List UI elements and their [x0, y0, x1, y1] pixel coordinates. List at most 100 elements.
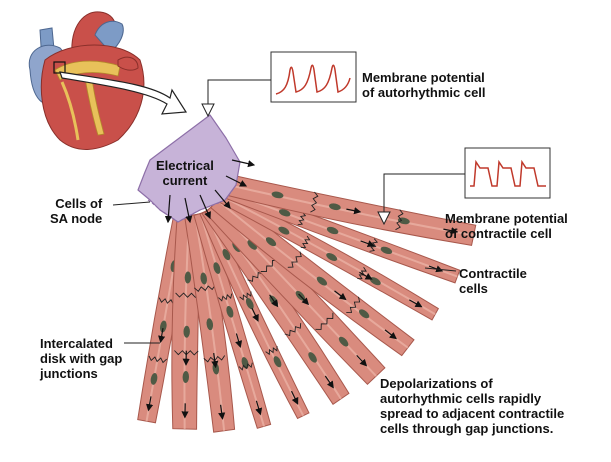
- leader-autorhythmic-head: [201, 103, 215, 118]
- heart-illustration: [28, 11, 145, 150]
- cell-nucleus: [222, 249, 231, 261]
- intercalated-disk: [238, 362, 253, 371]
- cell-nucleus: [159, 320, 167, 333]
- cell-nucleus: [265, 237, 277, 247]
- conduction-arrow: [218, 404, 226, 420]
- fiber-highlight: [216, 199, 409, 349]
- electrical-current-label: Electrical current: [156, 158, 214, 188]
- spread-arrow: [184, 197, 193, 224]
- cell-nucleus: [278, 209, 291, 217]
- intercalated-disk: [310, 191, 319, 213]
- intercalated-disk: [300, 235, 311, 248]
- current-spread-arrows: [164, 159, 256, 224]
- cell-nucleus: [271, 191, 284, 199]
- autorhythmic-trace-box: [270, 51, 357, 103]
- membrane-autorhythmic-label: Membrane potential of autorhythmic cell: [362, 70, 486, 100]
- cell-nucleus: [326, 252, 338, 262]
- leader-contractile-cells: [424, 267, 457, 272]
- intercalated-disk-label: Intercalated disk with gap junctions: [40, 336, 122, 381]
- membrane-autorhythmic-line-2: of autorhythmic cell: [362, 85, 486, 100]
- conduction-arrow: [290, 390, 299, 405]
- conduction-arrow: [158, 327, 166, 344]
- intercalated-disk: [395, 209, 404, 231]
- fiber-highlight: [199, 213, 265, 427]
- conduction-arrow: [255, 400, 263, 416]
- cell-nucleus: [247, 240, 257, 250]
- conduction-arrow: [384, 329, 397, 340]
- cell-nucleus: [226, 305, 234, 318]
- cell-nucleus: [326, 226, 339, 235]
- intercalated-disk: [239, 291, 252, 301]
- cell-nucleus: [245, 298, 254, 310]
- conduction-arrow: [298, 293, 310, 306]
- leader-sa-node: [112, 201, 151, 206]
- cell-nucleus: [150, 372, 158, 385]
- left-atrium-appendage: [117, 56, 139, 71]
- membrane-autorhythmic-line-1: Membrane potential: [362, 70, 485, 85]
- cell-nucleus: [273, 356, 282, 368]
- cell-nucleus: [338, 336, 349, 347]
- cell-nucleus: [358, 309, 370, 319]
- intercalated-disk: [315, 312, 334, 330]
- intercalated-disk: [346, 296, 361, 314]
- conduction-arrow: [428, 265, 444, 273]
- leader-autorhythmic: [207, 79, 271, 104]
- conduction-arrow: [359, 271, 373, 280]
- spread-arrow: [164, 194, 173, 224]
- membrane-contractile-line-2: of contractile cell: [445, 226, 552, 241]
- cardiac-muscle-fibers: [137, 172, 477, 433]
- sa-node-box: [53, 61, 66, 74]
- intercalated-disk: [218, 293, 233, 302]
- intercalated-disk: [194, 284, 216, 292]
- contractile-trace: [470, 159, 546, 187]
- cell-nucleus: [200, 272, 207, 285]
- cell-nucleus: [278, 226, 290, 235]
- fiber-highlight: [218, 193, 436, 316]
- conduction-arrow: [251, 307, 259, 322]
- intercalated-disk-line-1: Intercalated: [40, 336, 113, 351]
- depolarization-line-4: cells through gap junctions.: [380, 421, 554, 436]
- intercalated-disk: [297, 211, 307, 226]
- conduction-arrow: [409, 299, 423, 308]
- depolarization-line-3: spread to adjacent contractile: [380, 406, 565, 421]
- membrane-contractile-line-1: Membrane potential: [445, 211, 568, 226]
- coronary-fat-2: [84, 77, 105, 136]
- conduction-arrow: [360, 240, 375, 248]
- depolarization-note: Depolarizations of autorhythmic cells ra…: [380, 376, 564, 436]
- spread-arrow: [225, 175, 248, 187]
- conduction-arrow: [324, 375, 334, 389]
- electrical-current-line-2: current: [162, 173, 208, 188]
- leader-lines: [112, 79, 465, 344]
- spread-arrow: [214, 189, 231, 209]
- conduction-arrow: [334, 290, 347, 301]
- intercalated-disk: [148, 355, 168, 364]
- cell-nucleus: [182, 371, 190, 383]
- cell-nucleus: [308, 352, 317, 363]
- intercalated-disk: [369, 238, 379, 252]
- spread-arrow: [199, 194, 211, 220]
- intercalated-disk-line-3: junctions: [40, 366, 98, 381]
- autorhythmic-trace: [275, 64, 351, 95]
- contractile-cells-line-1: Contractile: [459, 266, 527, 281]
- conduction-arrow: [269, 294, 279, 308]
- cell-nucleus: [184, 271, 192, 284]
- spread-arrow: [231, 159, 256, 168]
- cell-nucleus: [213, 262, 221, 274]
- contractile-cells-label: Contractile cells: [459, 266, 527, 296]
- contractile-cells-line-2: cells: [459, 281, 488, 296]
- intercalated-disk: [284, 323, 302, 337]
- conduction-arrow: [146, 396, 154, 412]
- membrane-contractile-label: Membrane potential of contractile cell: [445, 211, 568, 241]
- sa-node-scallop: [147, 184, 237, 223]
- depolarization-line-1: Depolarizations of: [380, 376, 493, 391]
- leader-contractile: [383, 173, 465, 212]
- intercalated-disk: [287, 251, 302, 268]
- conduction-arrow: [346, 207, 362, 215]
- sa-node-line-1: Cells of: [55, 196, 103, 211]
- intercalated-disk-line-2: disk with gap: [40, 351, 123, 366]
- conduction-arrow: [211, 353, 219, 369]
- fiber-highlight: [221, 182, 474, 237]
- conduction-arrow: [235, 333, 243, 349]
- contractile-trace-box: [464, 147, 551, 199]
